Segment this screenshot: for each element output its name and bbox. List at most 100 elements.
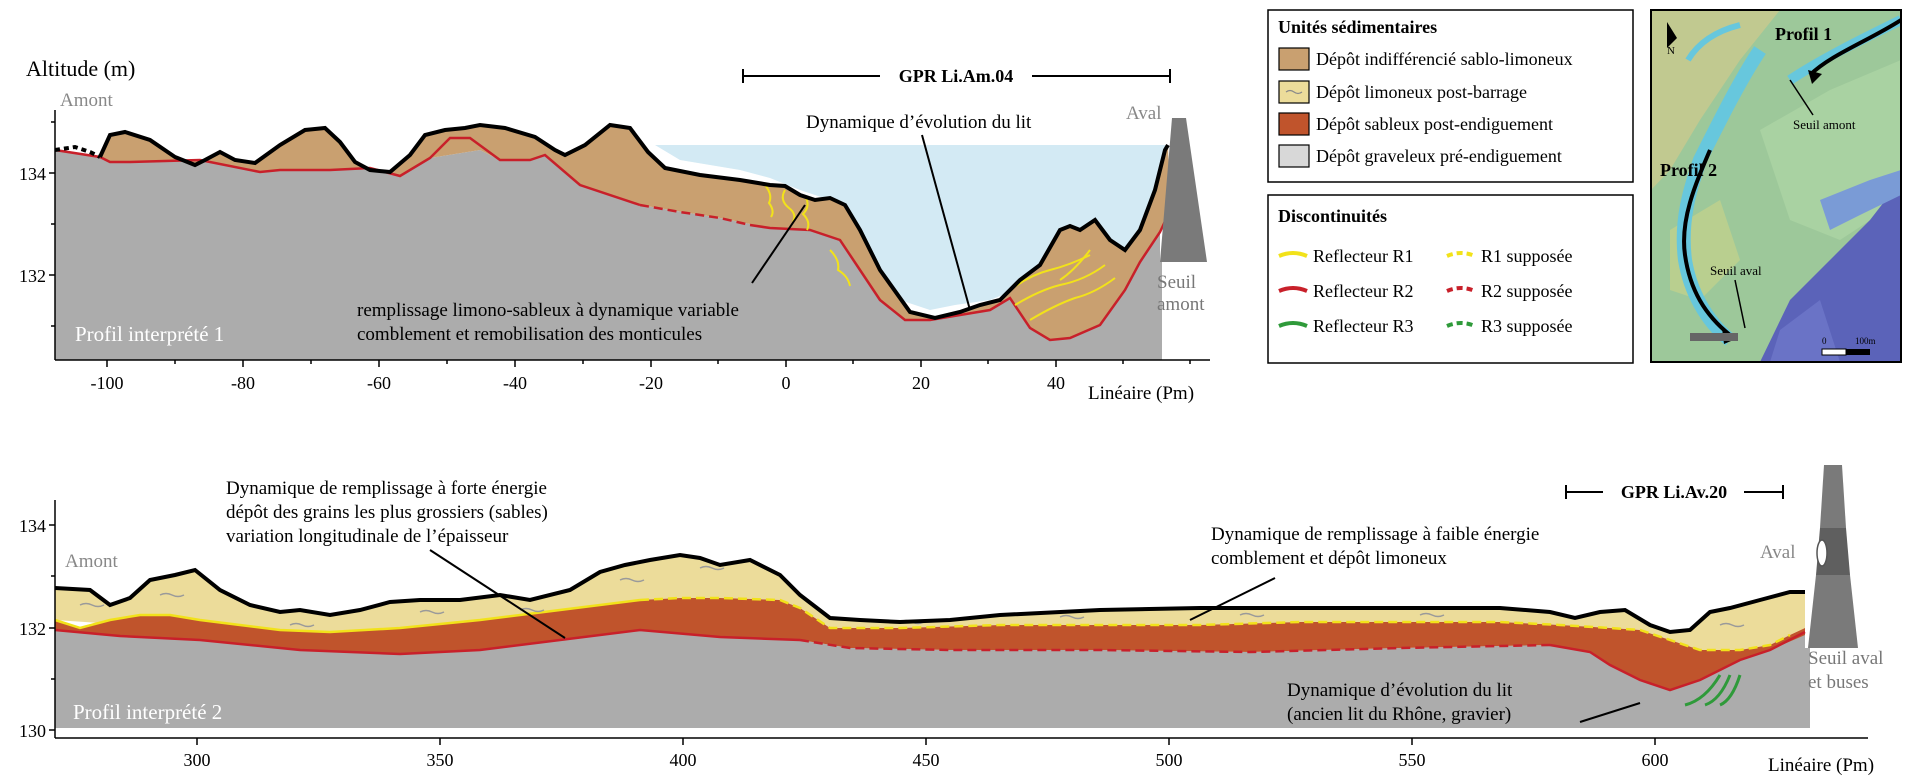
profile1-annotation-fill-1: remplissage limono-sableux à dynamique v… [357,300,739,321]
profile1-gpr-label: GPR Li.Am.04 [899,66,1014,86]
profile2-panel-label: Profil interprété 2 [73,700,222,724]
map-scale-100m: 100m [1855,336,1876,346]
profile1-panel-label: Profil interprété 1 [75,322,224,346]
profile1-annotation-bed: Dynamique d’évolution du lit [806,112,1032,133]
profile2-ytick-134: 134 [19,516,46,536]
legend-discontinuities: Discontinuités Reflecteur R1 R1 supposée… [1267,194,1634,364]
profile1-undifferentiated-deposit [100,125,1170,340]
map-weir-up-label: Seuil amont [1793,117,1856,132]
profile2-dam-label-2: et buses [1808,672,1869,693]
legend-unit-label: Dépôt graveleux pré-endiguement [1316,146,1562,166]
profile2-reflector-r1-supposed [639,596,1791,652]
profile2-annotation-high-2: dépôt des grains les plus grossiers (sab… [226,502,548,523]
profile1-reflector-r2-b [749,214,1170,342]
profile2-annotation-high-leader [429,549,566,639]
profile2-xtick: 400 [670,750,697,770]
profile1-xtick: -100 [91,373,124,393]
legend-r3-supposed-line [1446,321,1476,328]
legend-unit-swatch [1278,47,1310,71]
profile1-xtick: -20 [639,373,663,393]
profile-1: Altitude (m) Amont Aval Seuil [19,56,1210,404]
profile1-downstream-label: Aval [1126,103,1162,124]
profile2-surface [54,552,1805,635]
profile1-annotation-bed-leader [921,134,971,311]
profile1-annotation-fill-2: comblement et remobilisation des monticu… [357,324,702,345]
profile2-annotation-low-1: Dynamique de remplissage à faible énergi… [1211,524,1539,545]
profile2-xtick: 300 [184,750,211,770]
profile1-dam-label-1: Seuil [1157,272,1196,293]
profile2-gpr-label: GPR Li.Av.20 [1621,482,1727,502]
profile2-ytick-130: 130 [19,721,46,741]
profile1-annotation-fill-leader [751,204,806,284]
legend-unit-label: Dépôt limoneux post-barrage [1316,82,1527,102]
profile2-reflectors-r3 [1684,674,1742,707]
profile2-reflector-r1 [54,598,641,634]
legend-units-title: Unités sédimentaires [1278,17,1437,37]
map-profile1-label: Profil 1 [1775,24,1832,44]
profile2-reflector-r2-b [1549,630,1806,692]
profile2-xtick: 350 [427,750,454,770]
profile1-xtick: -80 [231,373,255,393]
profile2-reflector-r2 [54,628,801,656]
legend-silt-mark [1285,89,1303,95]
profile2-xtick: 500 [1156,750,1183,770]
legend-sedimentary-units: Unités sédimentaires Dépôt indifférencié… [1267,9,1634,183]
legend-r2-line [1278,286,1308,293]
profile1-reflector-r2-supposed [639,203,751,227]
profile2-sand-deposit [55,598,1805,690]
profile1-gravel-unit [55,150,1160,360]
profile2-annotation-bed-leader [1579,702,1641,723]
map-profile2-track [1682,149,1732,337]
profile2-ytick-132: 132 [19,619,46,639]
profile1-ytick-132: 132 [19,266,46,286]
north-arrow-icon [1667,22,1677,48]
profile2-annotation-bed-2: (ancien lit du Rhône, gravier) [1287,704,1511,725]
legend-disc-label: R1 supposée [1481,246,1573,266]
profile2-upstream-label: Amont [65,551,119,572]
profile2-annotation-bed-1: Dynamique d’évolution du lit [1287,680,1513,701]
profile1-dam-foot [1157,262,1162,360]
location-map: N Profil 1 Profil 2 Seuil amont Seuil av… [1650,9,1902,363]
profile1-xtick: 40 [1047,373,1065,393]
profile2-annotation-high-1: Dynamique de remplissage à forte énergie [226,478,547,499]
profile2-dam [1805,465,1858,728]
legend-unit-swatch [1278,112,1310,136]
profile2-dam-label-1: Seuil aval [1808,648,1883,669]
legend-r3-line [1278,321,1308,328]
profile2-xlabel: Linéaire (Pm) [1768,755,1874,776]
profile1-dam-label-2: amont [1157,294,1205,315]
profile2-annotation-high-3: variation longitudinale de l’épaisseur [226,526,509,547]
profile2-xtick: 600 [1642,750,1669,770]
profile-2: Amont Aval [19,465,1883,776]
legend-r2-supposed-line [1446,286,1476,293]
legend-unit-swatch [1278,144,1310,168]
legend-disc-label: Reflecteur R1 [1313,246,1413,266]
profile2-xtick: 550 [1399,750,1426,770]
map-weir-down-label: Seuil aval [1710,263,1762,278]
profile1-dam [1160,118,1207,262]
profile2-reflector-r2-supposed [799,638,1551,654]
profile2-gravel-unit [55,628,1805,728]
legend-unit-label: Dépôt sableux post-endiguement [1316,114,1553,134]
legend-disc-label: Reflecteur R2 [1313,281,1413,301]
map-north-label: N [1667,45,1675,57]
profile2-gpr-extent: GPR Li.Av.20 [1565,482,1784,502]
profile1-surface-supposed [54,144,101,159]
legend-r1-line [1278,251,1308,258]
profile1-gpr-extent: GPR Li.Am.04 [742,66,1171,86]
profile1-upstream-label: Amont [60,90,114,111]
profile1-xtick: -60 [367,373,391,393]
profile1-xtick: 20 [912,373,930,393]
profile2-annotation-low-2: comblement et dépôt limoneux [1211,548,1447,569]
profile2-downstream-label: Aval [1760,542,1796,563]
profile1-surface [98,122,1170,321]
profile1-ytick-134: 134 [19,164,46,184]
map-scale-bar-black [1846,349,1870,355]
profile1-xtick: -40 [503,373,527,393]
profile1-xlabel: Linéaire (Pm) [1088,383,1194,404]
profile1-xtick: 0 [782,373,791,393]
legend-disc-label: R2 supposée [1481,281,1573,301]
map-scale-bar-white [1821,348,1847,356]
legend-unit-label: Dépôt indifférencié sablo-limoneux [1316,49,1573,69]
